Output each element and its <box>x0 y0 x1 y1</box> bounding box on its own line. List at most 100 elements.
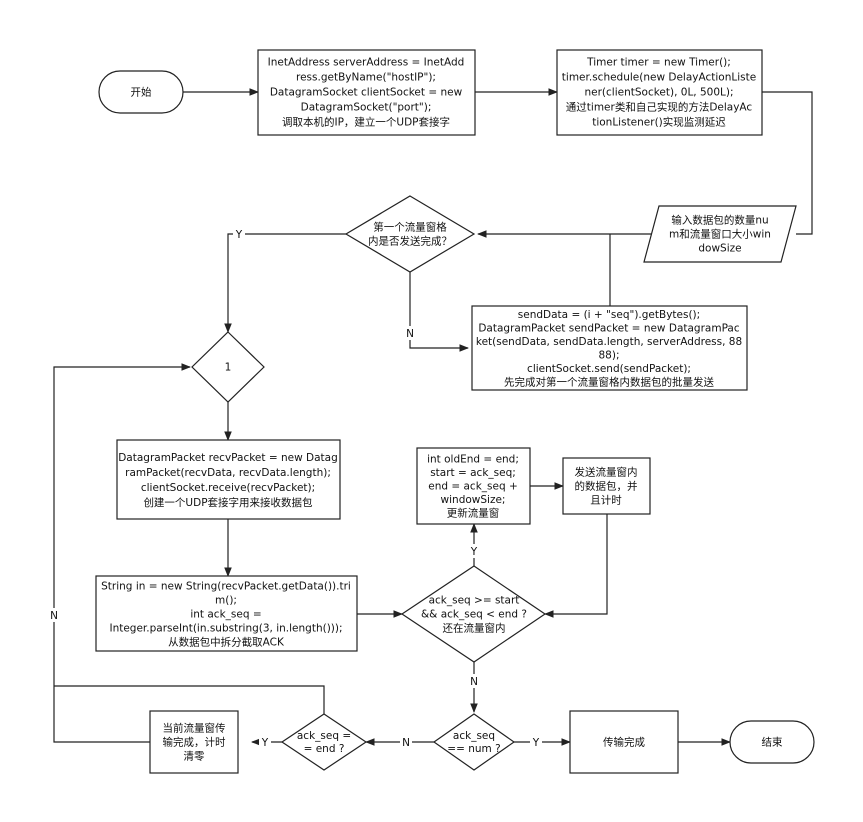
text-line: start = ack_seq; <box>430 467 516 479</box>
edge-window-done-loop <box>53 363 191 743</box>
text-line: 当前流量窗传 <box>163 722 226 735</box>
text-line: InetAddress serverAddress = InetAdd <box>268 57 465 69</box>
end-terminal <box>729 720 815 764</box>
label-end-yes: Y <box>261 737 269 749</box>
ack-eq-end-text: ack_seq == end ? <box>297 730 351 755</box>
text-line: Timer timer = new Timer(); <box>586 57 731 69</box>
text-line: 从数据包中拆分截取ACK <box>168 636 285 649</box>
text-line: 发送流量窗内 <box>575 466 638 479</box>
text-line: && ack_seq < end ? <box>421 609 527 621</box>
text-line: = end ? <box>304 743 345 755</box>
text-line: 结束 <box>762 736 783 749</box>
edge-send-back-to-inwindow <box>544 514 608 618</box>
text-line: clientSocket.send(sendPacket); <box>527 363 691 375</box>
label-first-yes: Y <box>235 229 243 241</box>
text-line: 第一个流量窗格 <box>373 221 447 234</box>
ack-eq-num-decision <box>432 713 516 771</box>
text-line: ner(clientSocket), 0L, 500L); <box>584 87 733 99</box>
text-line: ack_seq = <box>297 730 351 742</box>
text-line: clientSocket.receive(recvPacket); <box>141 482 315 494</box>
label-in-window-yes: Y <box>470 546 478 558</box>
text-line: 传输完成 <box>603 736 645 749</box>
text-line: int ack_seq = <box>190 609 261 621</box>
text-line: 内是否发送完成？ <box>368 235 452 248</box>
text-line: 输完成，计时 <box>163 736 226 749</box>
edge-timer-to-input <box>762 91 813 235</box>
update-window-box <box>416 447 531 525</box>
edge-end-no-loop <box>54 685 325 714</box>
text-line: timer.schedule(new DelayActionListe <box>562 72 756 84</box>
receive-text: DatagramPacket recvPacket = new Datag ram… <box>118 452 338 509</box>
text-line: windowSize; <box>441 494 506 506</box>
text-line: 1 <box>225 362 232 374</box>
send-window-box <box>562 457 651 515</box>
text-line: ramPacket(recvData, recvData.length); <box>125 467 331 479</box>
text-line: m和流量窗口大小win <box>669 228 771 241</box>
label-num-yes: Y <box>532 737 540 749</box>
send-batch-box <box>471 305 748 391</box>
text-line: 创建一个UDP套接字用来接收数据包 <box>143 496 313 509</box>
label-loop-no: N <box>50 610 58 622</box>
send-batch-text: sendData = (i + "seq").getBytes();Datagr… <box>476 309 742 389</box>
transfer-done-text: 传输完成 <box>603 736 645 749</box>
text-line: sendData = (i + "seq").getBytes(); <box>518 309 700 321</box>
edge-first-no <box>409 272 469 352</box>
text-line: == num ? <box>447 743 500 755</box>
text-line: ket(sendData, sendData.length, serverAdd… <box>476 336 742 348</box>
send-window-text: 发送流量窗内的数据包，并且计时 <box>575 466 638 507</box>
text-line: 输入数据包的数量nu <box>671 214 768 227</box>
text-line: 且计时 <box>590 494 622 507</box>
window-done-box <box>149 710 239 774</box>
text-line: String in = new String(recvPacket.getDat… <box>101 581 351 593</box>
label-first-no: N <box>406 328 414 340</box>
in-window-text: ack_seq >= start && ack_seq < end ?还在流量窗内 <box>421 595 527 635</box>
text-line: 调取本机的IP，建立一个UDP套接字 <box>282 116 450 129</box>
transfer-done-box <box>569 710 679 774</box>
start-label: 开始 <box>131 86 152 99</box>
connector-diamond <box>191 331 265 403</box>
text-line: tionListener()实现监测延迟 <box>592 116 726 129</box>
parse-text: String in = new String(recvPacket.getDat… <box>101 581 351 649</box>
start-terminal <box>98 70 184 114</box>
node-text: 开始 InetAddress serverAddress = InetAdd re… <box>101 57 783 763</box>
text-line: DatagramSocket("port"); <box>301 102 432 114</box>
end-label: 结束 <box>762 736 783 749</box>
text-line: end = ack_seq + <box>428 481 518 493</box>
receive-box <box>116 439 341 520</box>
text-line: DatagramSocket clientSocket = new <box>270 87 463 99</box>
label-num-no: N <box>402 737 410 749</box>
text-line: m(); <box>215 595 237 607</box>
timer-text: Timer timer = new Timer(); timer.schedule… <box>562 57 756 129</box>
text-line: 更新流量窗 <box>447 507 500 520</box>
text-line: 通过timer类和自己实现的方法DelayAc <box>566 101 753 114</box>
text-line: 88); <box>599 349 620 361</box>
ack-eq-num-text: ack_seq== num ? <box>447 730 500 755</box>
init-socket-box <box>257 49 476 136</box>
parse-box <box>95 575 358 652</box>
text-line: ress.getByName("hostIP"); <box>296 72 436 84</box>
in-window-decision <box>400 565 547 663</box>
text-line: 开始 <box>131 86 152 99</box>
text-line: ack_seq >= start <box>429 595 520 607</box>
input-parallelogram <box>643 205 797 263</box>
text-line: DatagramPacket sendPacket = new Datagram… <box>478 322 740 334</box>
text-line: 清零 <box>184 750 205 763</box>
text-line: 还在流量窗内 <box>443 622 506 635</box>
text-line: 先完成对第一个流量窗格内数据包的批量发送 <box>504 375 714 388</box>
update-window-text: int oldEnd = end;start = ack_seq;end = a… <box>427 454 519 520</box>
label-in-window-no: N <box>470 676 478 688</box>
text-line: DatagramPacket recvPacket = new Datag <box>118 452 338 464</box>
shapes <box>95 49 815 774</box>
text-line: ack_seq <box>453 730 495 742</box>
text-line: int oldEnd = end; <box>427 454 519 466</box>
first-window-decision <box>344 195 476 273</box>
window-done-text: 当前流量窗传输完成，计时清零 <box>163 722 226 763</box>
text-line: Integer.parseInt(in.substring(3, in.leng… <box>109 623 342 635</box>
timer-box <box>556 49 763 136</box>
edge-first-yes <box>224 233 346 333</box>
first-window-text: 第一个流量窗格内是否发送完成？ <box>368 221 452 248</box>
text-line: 的数据包，并 <box>575 480 638 493</box>
init-socket-text: InetAddress serverAddress = InetAdd ress.… <box>268 57 465 129</box>
